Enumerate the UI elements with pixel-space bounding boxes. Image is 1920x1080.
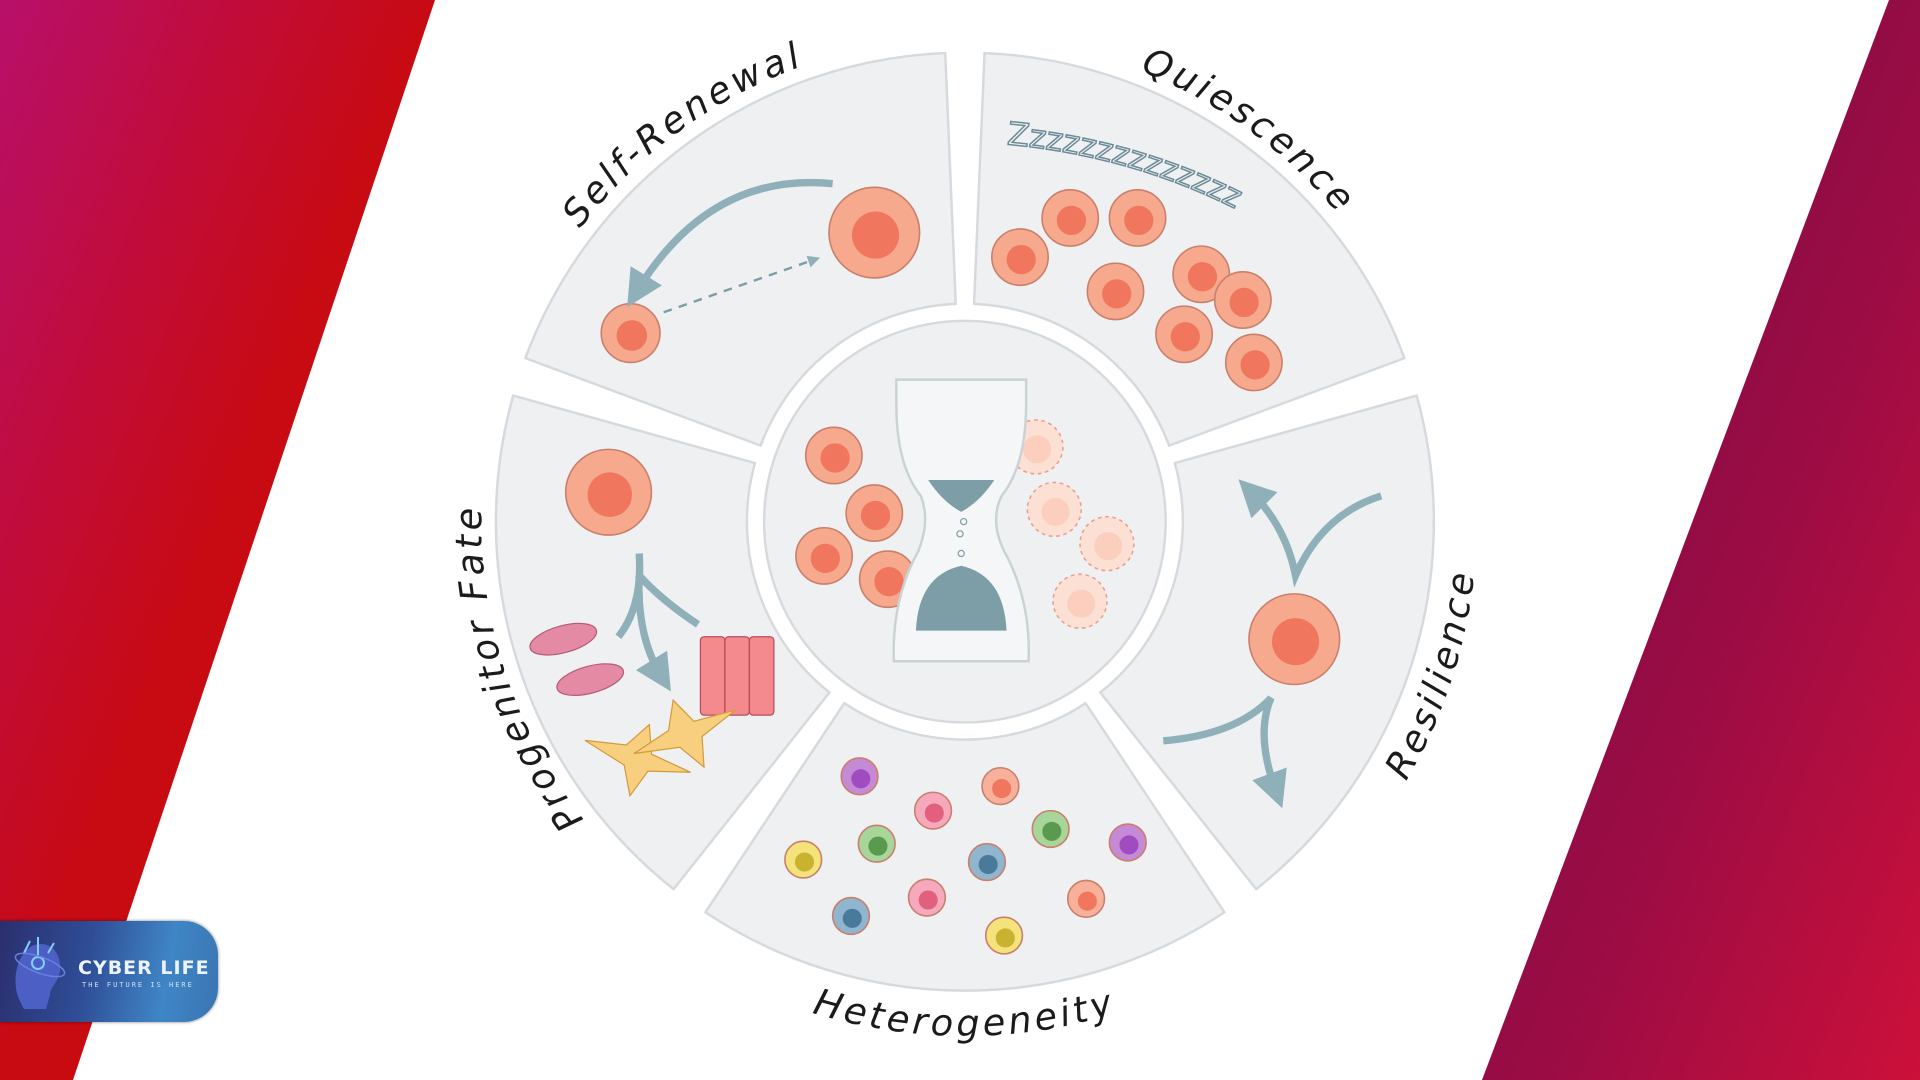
sand-grain [960,517,968,526]
cell-nucleus [1094,532,1123,561]
quiescent-cell [1155,305,1214,364]
quiescent-cell [1041,189,1100,247]
heterogeneous-cell [907,878,947,917]
heterogeneous-cell [1108,823,1147,862]
differentiation-arrows [615,553,700,675]
cell-nucleus [1056,205,1087,236]
sand-grain [957,549,965,558]
quiescent-cell [1213,271,1272,329]
fibroblast-cell [556,663,625,696]
active-cell [845,484,904,543]
cell-nucleus [1240,350,1270,380]
cell-nucleus [810,543,840,574]
cell-nucleus [1102,279,1132,309]
cell-nucleus [851,769,871,789]
fading-cell [1026,481,1083,538]
heterogeneous-cell [984,916,1024,955]
quiescent-cell [991,228,1049,287]
cell-nucleus [1041,497,1070,526]
cell-nucleus [978,854,998,875]
cell [564,448,653,536]
cell [828,186,921,279]
cell-nucleus [874,566,904,597]
hourglass-bottom-sand [915,565,1007,631]
heterogeneous-cell [831,896,871,936]
epithelial-cell [748,636,775,716]
cell-nucleus [1229,287,1259,318]
heterogeneous-cell [981,766,1020,806]
logo-tagline: THE FUTURE IS HERE [82,981,194,989]
cell-nucleus [1187,262,1218,292]
heterogeneous-cell [840,757,879,796]
cell-nucleus [1042,821,1062,841]
fading-cell [1052,573,1108,629]
cell-nucleus [1077,891,1097,911]
hourglass-top-sand [928,480,995,512]
cell-nucleus [1170,322,1200,352]
cell-membrane [1026,481,1083,538]
active-cell [795,526,854,585]
cell-nucleus [868,836,888,856]
cell-nucleus [1006,244,1036,275]
cell [1248,593,1341,686]
cell-nucleus [1023,435,1052,464]
cell-nucleus [1271,618,1320,666]
fibroblast-cell [529,622,598,656]
neuron-cell [584,723,691,798]
cell-nucleus [1119,835,1139,855]
heterogeneous-cell [1031,809,1070,849]
cell-nucleus [995,928,1015,948]
quiescent-cell [1108,189,1167,247]
quiescent-cell [1224,333,1283,392]
cell-nucleus [918,890,938,910]
cell [600,302,661,364]
logo-name: CYBER LIFE [78,957,210,979]
cyber-life-logo: CYBER LIFE THE FUTURE IS HERE [0,921,218,1022]
neuron-cell [633,698,736,769]
curved-arrow [627,178,834,308]
resilience-arrow-down [1162,695,1287,809]
heterogeneous-cell [913,791,953,830]
cell-nucleus [851,211,900,259]
cell-membrane [1079,515,1135,572]
cell-nucleus [992,779,1012,799]
heterogeneous-cell [1066,879,1106,918]
cell-nucleus [1067,589,1096,618]
heterogeneous-cell [784,840,823,879]
quiescent-cell [1086,262,1145,321]
active-cell [804,426,863,485]
cell-nucleus [860,500,891,531]
dashed-arrow [663,255,821,314]
epithelial-cell [724,636,750,716]
robot-head-icon [14,937,66,1009]
resilience-arrow-up [1238,479,1383,588]
cell-nucleus [842,908,862,928]
cell-nucleus [587,472,633,517]
right-crimson-band [1482,0,1920,1080]
heterogeneous-cell [857,824,896,863]
cell-nucleus [794,852,815,872]
heterogeneous-cell [967,842,1007,882]
cell-nucleus [820,443,850,473]
cell-nucleus [616,320,648,351]
sand-grain [956,530,964,538]
fading-cell [1079,515,1135,572]
left-red-band [0,0,435,1080]
cell-membrane [1052,573,1108,629]
epithelial-cell [699,636,726,716]
cell-nucleus [924,803,944,823]
cell-nucleus [1124,205,1154,236]
quiescent-cell [1172,245,1231,304]
